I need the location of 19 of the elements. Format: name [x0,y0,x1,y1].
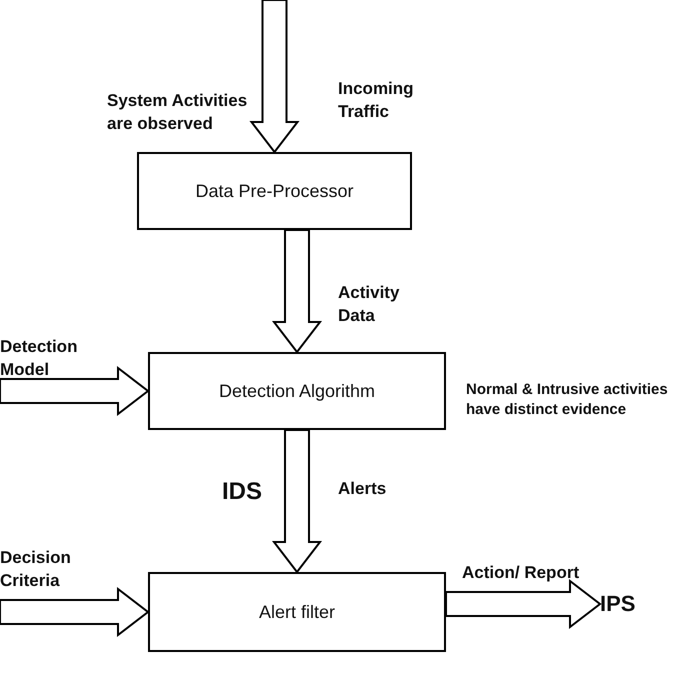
block-arrow [445,578,602,630]
block-arrow [0,366,150,416]
block-arrow [272,229,322,354]
text-label: System Activities are observed [107,90,248,135]
edge-label: Detection Model [0,336,78,381]
process-box: Data Pre-Processor [137,152,412,230]
text-label: IDS [222,477,264,507]
edge-label: Incoming Traffic [338,78,415,123]
node-label: IPS [600,588,660,620]
edge-label: Decision Criteria [0,547,72,592]
block-arrow [0,586,150,638]
process-box: Alert filter [148,572,446,652]
process-box: Detection Algorithm [148,352,446,430]
edge-label: Activity Data [338,282,400,327]
edge-label: Alerts [338,478,388,500]
node-note: Normal & Intrusive activities have distinct evidence [466,380,669,420]
block-arrow [272,429,322,574]
edge-label: Action/ Report [462,562,580,584]
block-arrow [249,0,300,154]
